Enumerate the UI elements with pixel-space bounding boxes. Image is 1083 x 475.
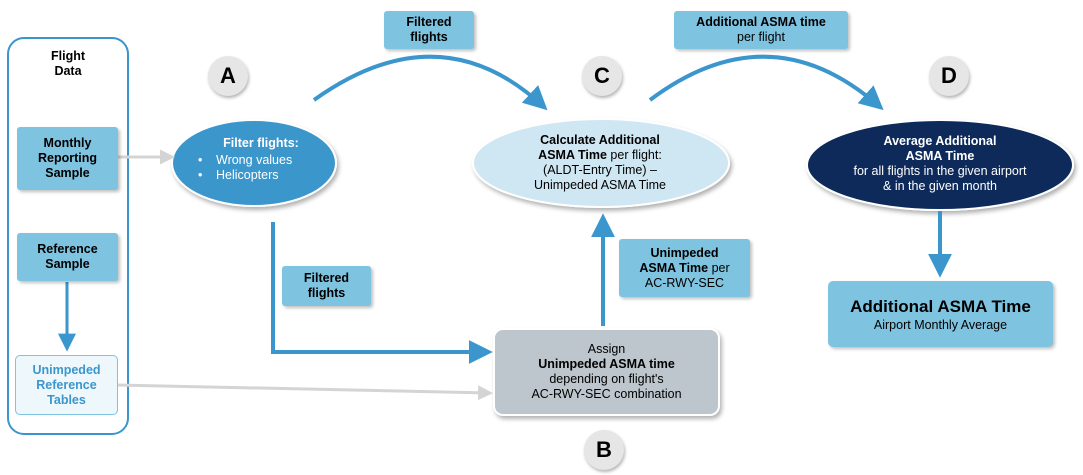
filter-item-helicopters: Helicopters <box>196 168 326 183</box>
filter-list: Wrong values Helicopters <box>196 153 326 183</box>
assign-line3: depending on flight's <box>549 372 664 386</box>
monthly-line2: Reporting <box>37 151 98 165</box>
filtered-left-line1: Filtered <box>303 271 350 285</box>
step-a-label: A <box>208 56 248 96</box>
calc-line3: (ALDT-Entry Time) – <box>543 163 657 177</box>
label-additional-asma-per-flight: Additional ASMA time per flight <box>674 11 848 49</box>
assign-line1: Assign <box>587 342 626 356</box>
label-filtered-flights-top: Filtered flights <box>384 11 474 49</box>
average-text: Average Additional ASMA Time for all fli… <box>822 129 1058 199</box>
step-d-label: D <box>929 56 969 96</box>
filter-flights-text: Filter flights: Wrong values Helicopters <box>196 136 326 183</box>
unimpeded-per-line2-rest: per <box>708 260 730 275</box>
unimpeded-per-line2-bold: ASMA Time <box>639 260 709 275</box>
additional-per-flight-rest: per flight <box>737 30 785 44</box>
calc-line2-bold: ASMA Time <box>538 148 607 162</box>
label-filtered-flights-left: Filtered flights <box>282 266 371 306</box>
filter-title: Filter flights: <box>223 136 299 150</box>
assign-line2: Unimpeded ASMA time <box>538 357 675 371</box>
calc-line2-rest: per flight: <box>606 148 662 162</box>
unimpeded-per-line3: AC-RWY-SEC <box>644 275 725 290</box>
result-title: Additional ASMA Time <box>850 296 1031 316</box>
avg-line4: & in the given month <box>883 179 997 193</box>
arrow-calculate-to-average <box>648 54 884 111</box>
calc-line2: ASMA Time per flight: <box>538 148 662 163</box>
average-ellipse <box>806 119 1074 211</box>
filtered-top-line2: flights <box>410 30 448 44</box>
result-subtitle: Airport Monthly Average <box>873 317 1008 332</box>
unimpeded-per-line1: Unimpeded <box>650 245 719 260</box>
reference-line2: Sample <box>45 257 90 271</box>
calc-line1: Calculate Additional <box>540 133 660 147</box>
tables-line1: Unimpeded <box>32 362 101 377</box>
unimpeded-reference-tables-box: Unimpeded Reference Tables <box>15 355 118 415</box>
flight-data-title-line1: Flight <box>50 49 85 63</box>
step-c-label: C <box>582 56 622 96</box>
filter-item-wrong-values: Wrong values <box>196 153 326 168</box>
filtered-top-line1: Filtered <box>406 15 452 29</box>
filtered-left-line2: flights <box>307 286 346 300</box>
additional-per-flight-bold: Additional ASMA time <box>696 15 826 29</box>
avg-line1: Average Additional <box>883 134 997 148</box>
calc-line4: Unimpeded ASMA Time <box>533 178 666 192</box>
grey-arrow-tables-to-assign <box>117 383 493 401</box>
flight-data-title-line2: Data <box>54 64 82 78</box>
result-box: Additional ASMA Time Airport Monthly Ave… <box>828 281 1053 347</box>
assign-box: Assign Unimpeded ASMA time depending on … <box>493 328 720 416</box>
reference-line1: Reference <box>37 242 98 256</box>
tables-line3: Tables <box>47 392 86 407</box>
step-b-label: B <box>584 430 624 470</box>
flight-data-title: Flight Data <box>28 46 108 82</box>
calculate-ellipse <box>472 118 730 208</box>
label-unimpeded-asma-per-ac-rwy-sec: Unimpeded ASMA Time per AC-RWY-SEC <box>619 239 750 297</box>
arrow-filter-to-assign <box>271 222 493 364</box>
assign-line4: AC-RWY-SEC combination <box>531 387 682 401</box>
monthly-reporting-sample-box: Monthly Reporting Sample <box>17 127 118 190</box>
avg-line3: for all flights in the given airport <box>853 164 1027 178</box>
unimpeded-per-line2: ASMA Time per <box>639 261 729 276</box>
calculate-text: Calculate Additional ASMA Time per fligh… <box>500 128 700 198</box>
monthly-line3: Sample <box>45 166 90 180</box>
avg-line2: ASMA Time <box>905 149 975 163</box>
reference-sample-box: Reference Sample <box>17 233 118 281</box>
arrow-filter-to-calculate <box>312 54 548 111</box>
monthly-line1: Monthly <box>43 136 92 150</box>
tables-line2: Reference <box>36 377 97 392</box>
